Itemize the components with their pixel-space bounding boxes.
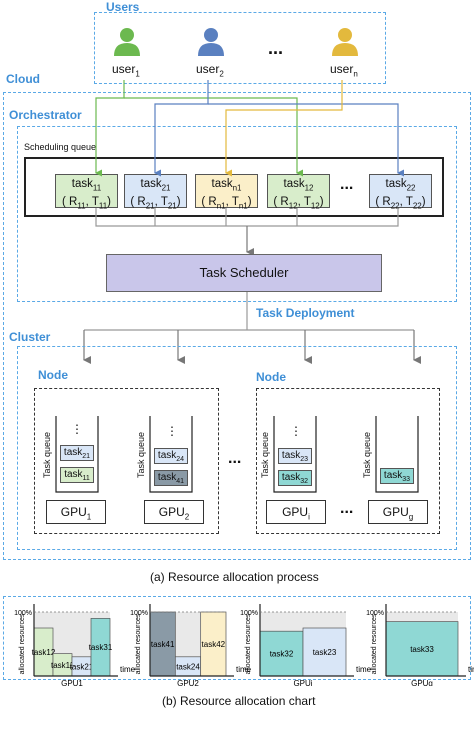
user-n-label: usern (330, 62, 358, 79)
users-title: Users (106, 0, 140, 14)
gpui-task-queue-label: Task queue (260, 431, 270, 478)
gpu1-queue-task-11: task11 (60, 467, 94, 483)
gpui-queue-task-32: task32 (278, 470, 312, 486)
cluster-box (17, 346, 457, 550)
chart-3-label-task33: task33 (410, 645, 434, 654)
gpu2-queue-task-24: task24 (154, 448, 188, 464)
queue-task-21: task21( R21, T21) (124, 174, 187, 211)
task-deployment-label: Task Deployment (256, 306, 355, 320)
chart-0-label-task31: task31 (89, 643, 113, 652)
chart-3-title: GPUg (411, 679, 433, 686)
users-box (94, 12, 386, 84)
chart-2-label-task23: task23 (313, 648, 337, 657)
chart-0-title: GPU1 (61, 679, 83, 686)
gpu2-queue-task-41: task41 (154, 470, 188, 486)
gpu-g-box: GPUg (368, 500, 428, 524)
chart-3-xlabel: time (468, 665, 474, 674)
queue-task-12: task12( R12, T12) (267, 174, 330, 211)
chart-1-ylabel: allocated resources (135, 613, 142, 674)
gpug-queue-task-33: task33 (380, 468, 414, 484)
chart-1-label-task42: task42 (202, 640, 226, 649)
chart-0-label-task21: task21 (70, 662, 94, 671)
gpu1-task-queue-label: Task queue (42, 431, 52, 478)
node-1-box (34, 388, 219, 534)
gpug-task-queue-label: Task queue (362, 431, 372, 478)
users-ellipsis: ... (268, 38, 284, 58)
queue-task-n1: taskn1( Rn1, Tn1) (195, 174, 258, 211)
gpu2-queue-dots: ⋮ (166, 424, 178, 438)
queue-task-22: task22( R22, T22) (369, 174, 432, 211)
orchestrator-box (17, 126, 457, 302)
chart-1-bar-task41 (149, 611, 176, 677)
chart-3-bar-task33 (385, 621, 459, 677)
chart-1-label-task41: task41 (151, 640, 175, 649)
chart-1-title: GPU2 (177, 679, 199, 686)
chart-1-ytick: 100% (130, 610, 148, 617)
chart-2-bar-task23 (302, 627, 347, 677)
node-1-title: Node (38, 368, 68, 382)
resource-allocation-charts: task12task11task21task31100%timeallocate… (14, 604, 474, 686)
caption-a: (a) Resource allocation process (150, 570, 319, 584)
task-scheduler-box: Task Scheduler (106, 254, 382, 292)
cloud-box (3, 92, 471, 560)
chart-2-label-task32: task32 (270, 650, 294, 659)
scheduling-queue-box (24, 157, 444, 217)
scheduling-queue-label: Scheduling queue (24, 142, 97, 152)
caption-b: (b) Resource allocation chart (162, 694, 316, 708)
charts-box (3, 596, 471, 680)
chart-2-title: GPUi (293, 679, 312, 686)
gpui-queue-task-23: task23 (278, 448, 312, 464)
queue-ellipsis: ... (340, 176, 354, 193)
user-2-icon (198, 28, 224, 56)
gpu1-queue-task-21: task21 (60, 445, 94, 461)
gpu1-queue-dots: ⋮ (71, 422, 83, 436)
chart-1-bar-task42 (200, 611, 227, 677)
queue-task-11: task11( R11, T11) (55, 174, 118, 211)
cluster-title: Cluster (9, 330, 51, 344)
chart-3-ylabel: allocated resources (371, 613, 378, 674)
cloud-title: Cloud (6, 72, 40, 86)
gpu-1-box: GPU1 (46, 500, 106, 524)
chart-0-label-task12: task12 (32, 648, 56, 657)
gpus-ellipsis: ... (340, 500, 354, 517)
user-2-label: user2 (196, 62, 224, 79)
gpui-queue-dots: ⋮ (290, 424, 302, 438)
nodes-ellipsis: ... (228, 450, 242, 467)
gpu-i-box: GPUi (266, 500, 326, 524)
chart-0-ytick: 100% (14, 610, 32, 617)
chart-2-ytick: 100% (240, 610, 258, 617)
gpu2-task-queue-label: Task queue (136, 431, 146, 478)
node-2-title: Node (256, 370, 286, 384)
orchestrator-title: Orchestrator (9, 108, 82, 122)
chart-0-ylabel: allocated resources (19, 613, 26, 674)
node-2-box (256, 388, 440, 534)
chart-0-label-task11: task11 (51, 661, 75, 670)
chart-2-ylabel: allocated resources (245, 613, 252, 674)
chart-3-ytick: 100% (366, 610, 384, 617)
user-n-icon (332, 28, 358, 56)
chart-0-xlabel: time (120, 665, 136, 674)
user-1-icon (114, 28, 140, 56)
chart-1-xlabel: time (236, 665, 252, 674)
user-1-label: user1 (112, 62, 140, 79)
chart-1-label-task24: task24 (176, 662, 200, 671)
chart-2-xlabel: time (356, 665, 372, 674)
gpu-2-box: GPU2 (144, 500, 204, 524)
